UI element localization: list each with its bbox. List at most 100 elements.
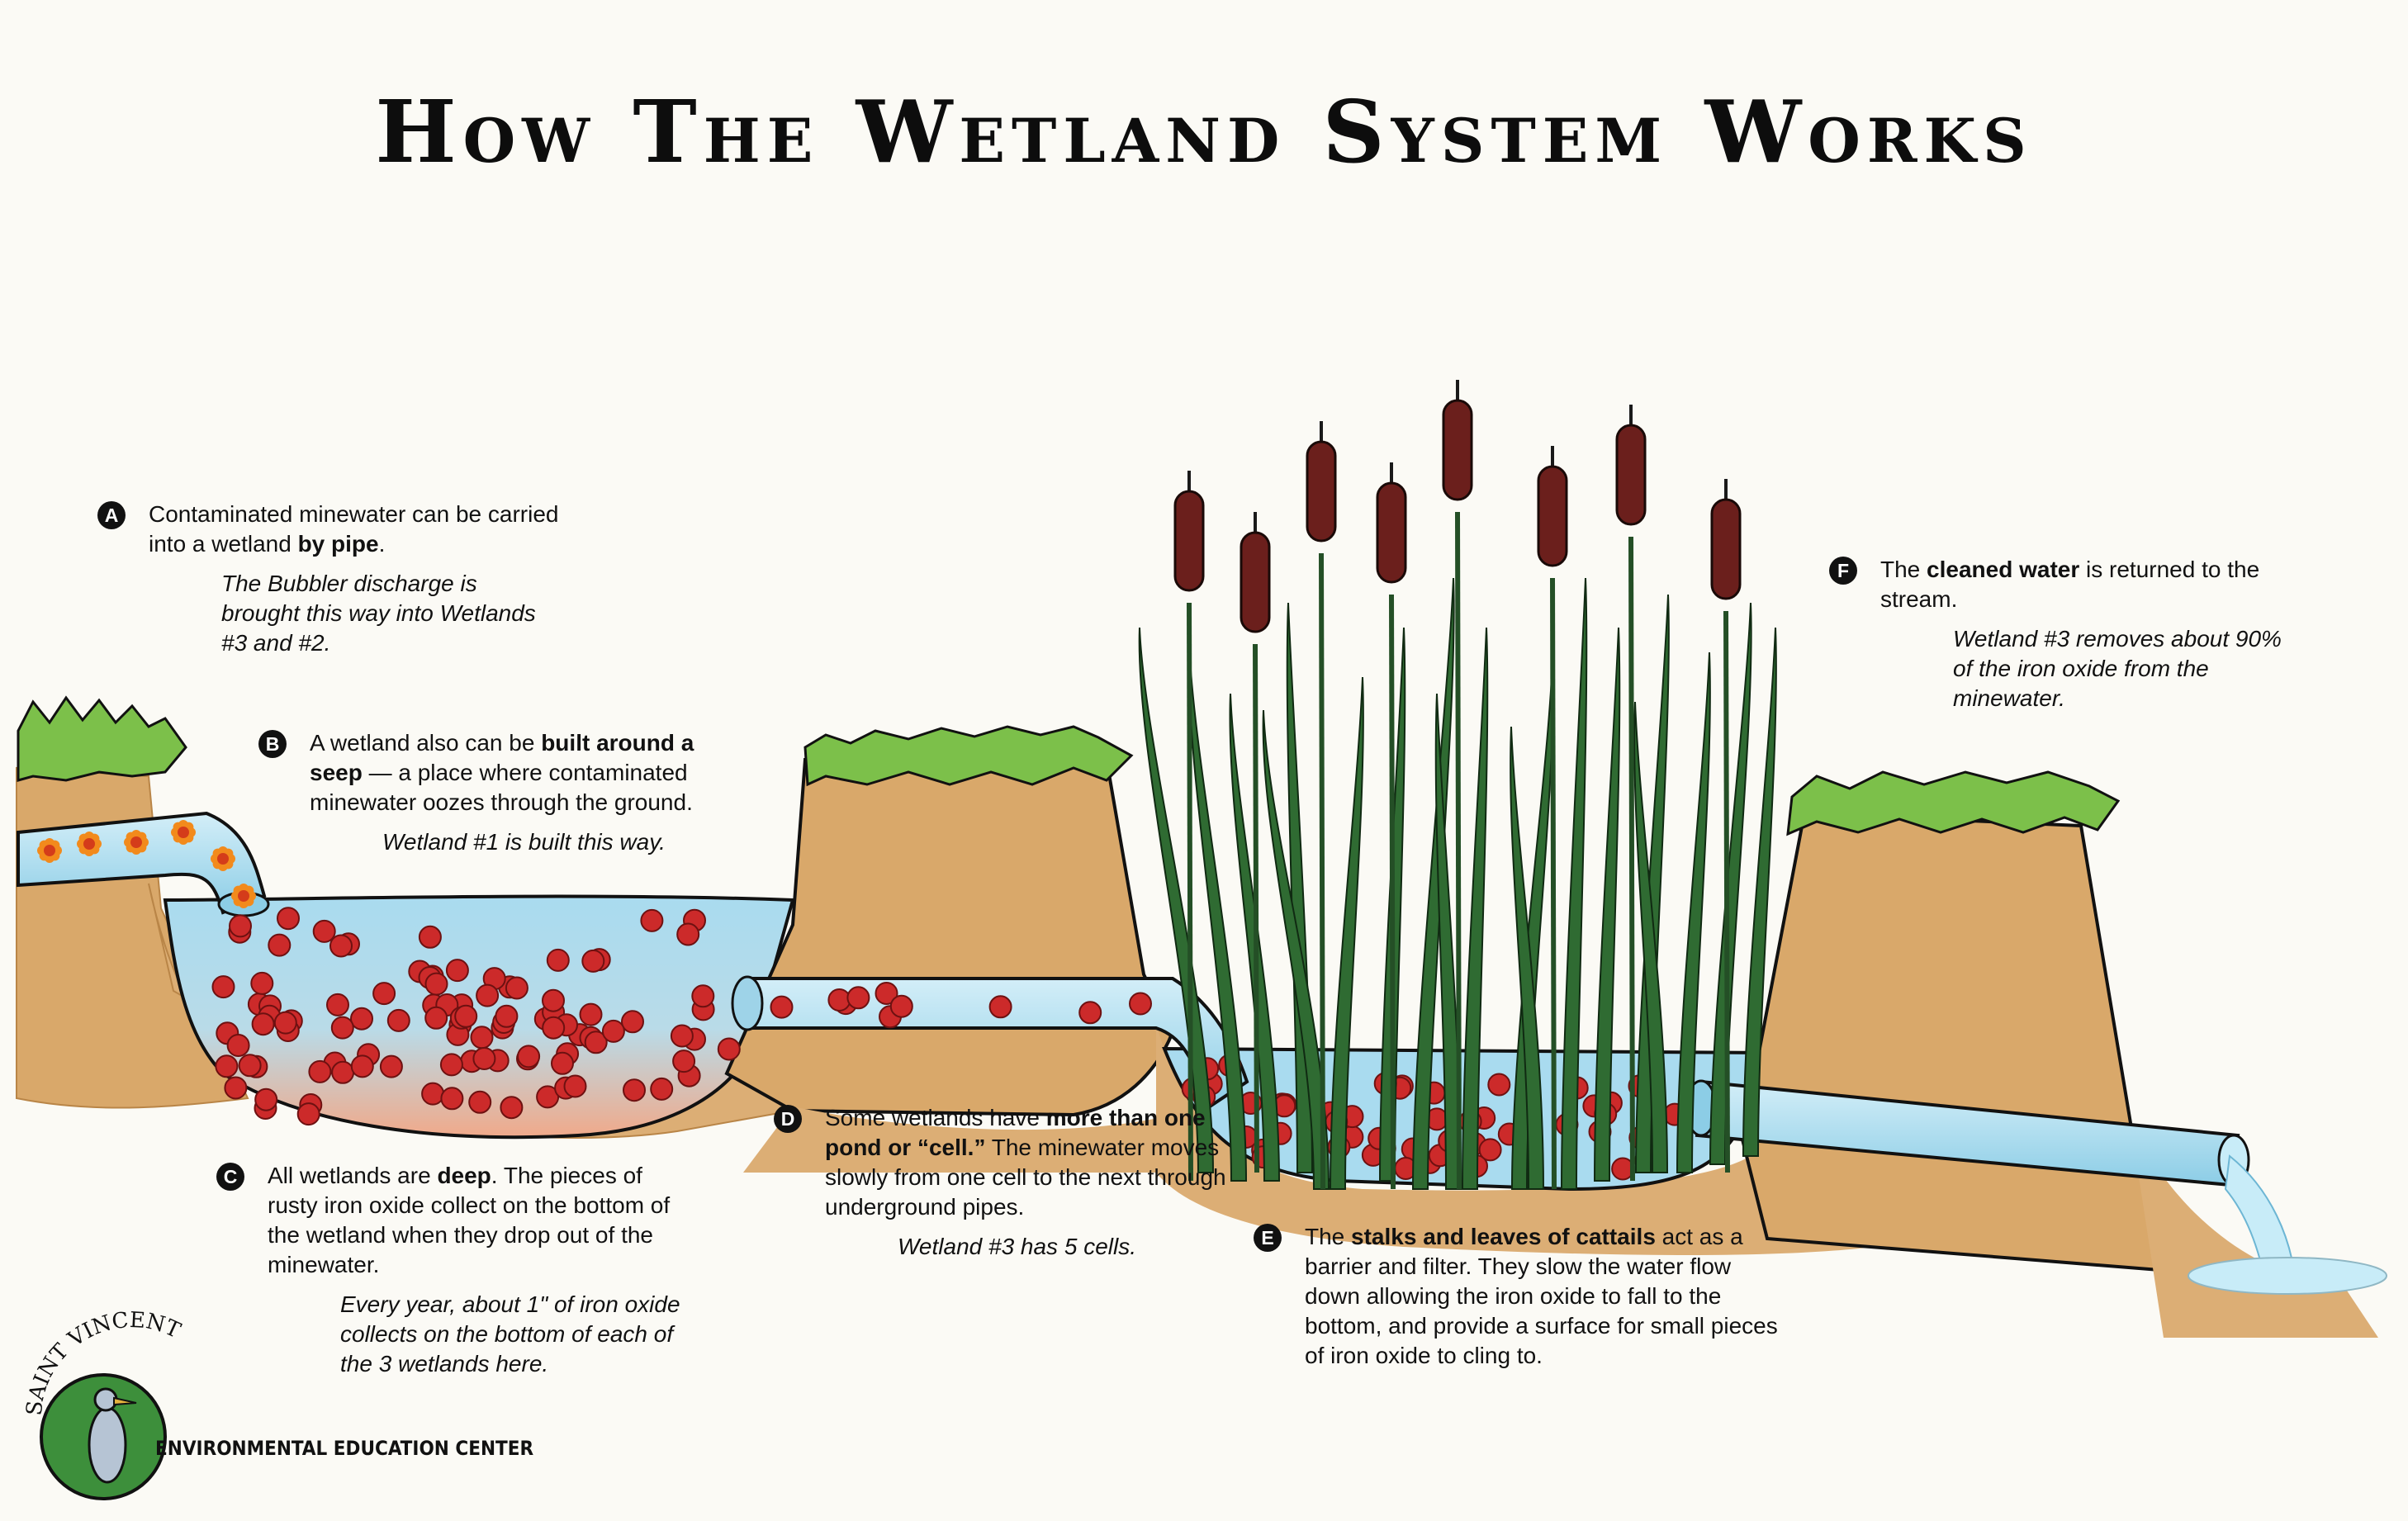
iron-oxide-particle: [546, 948, 570, 972]
cattail-leaf: [1329, 676, 1364, 1190]
iron-oxide-particle: [1487, 1073, 1511, 1097]
iron-oxide-particle: [470, 1026, 494, 1050]
iron-oxide-particle: [424, 1006, 448, 1030]
iron-oxide-particle: [581, 949, 605, 973]
logo-text: ENVIRONMENTAL EDUCATION CENTER: [155, 1437, 534, 1460]
callout-f: F The cleaned water is returned to the s…: [1829, 555, 2308, 713]
iron-oxide-particle: [621, 1010, 644, 1034]
iron-oxide-particle: [421, 1082, 445, 1106]
iron-oxide-particle: [372, 982, 396, 1006]
cattail-leaf: [1560, 577, 1588, 1190]
iron-oxide-particle: [500, 1096, 524, 1120]
cattail-leaf: [1138, 627, 1215, 1173]
iron-oxide-particle: [350, 1007, 373, 1031]
cattails: [1138, 380, 1777, 1190]
iron-oxide-particle: [439, 1053, 463, 1077]
iron-oxide-particle: [211, 975, 235, 999]
cattail-head: [1173, 490, 1205, 592]
cattail-leaf: [1461, 627, 1489, 1190]
iron-oxide-particle: [770, 995, 794, 1019]
cattail-leaf: [1676, 652, 1711, 1173]
oxide-flake: [231, 884, 256, 908]
iron-oxide-particle: [386, 1008, 410, 1032]
iron-oxide-particle: [495, 1004, 519, 1028]
iron-oxide-particle: [238, 1054, 262, 1078]
iron-oxide-particle: [268, 933, 292, 957]
cattail-leaf: [1633, 701, 1669, 1173]
callout-a-note: The Bubbler discharge is brought this wa…: [221, 571, 536, 656]
cattail-leaf: [1709, 602, 1752, 1165]
iron-oxide-particle: [551, 1051, 574, 1075]
inlet-oxide-flakes: [37, 820, 256, 908]
iron-oxide-particle: [350, 1054, 374, 1078]
badge-f: F: [1829, 557, 1857, 585]
cattail-stalk: [1319, 552, 1325, 1190]
callout-b-note: Wetland #1 is built this way.: [382, 829, 666, 855]
iron-oxide-particle: [250, 971, 274, 995]
callout-c-note: Every year, about 1" of iron oxide colle…: [340, 1291, 680, 1376]
cattail-stalk: [1187, 602, 1193, 1182]
cattail-stalk: [1455, 511, 1462, 1190]
cattail-stalk: [1723, 610, 1730, 1173]
middle-berm-soil: [724, 758, 1175, 1117]
right-berm-soil: [1740, 811, 2183, 1274]
cattail-leaf: [1593, 627, 1621, 1182]
stream-pool: [2188, 1257, 2387, 1295]
saint-vincent-logo: SAINT VINCENT: [25, 1309, 185, 1500]
iron-oxide-particle: [215, 1054, 239, 1078]
badge-c: C: [216, 1163, 244, 1191]
iron-oxide-particle: [476, 983, 500, 1007]
callout-e: E The stalks and leaves of cattails act …: [1254, 1222, 1782, 1371]
iron-oxide-particle: [454, 1004, 478, 1028]
cattail-leaf: [1510, 726, 1545, 1190]
grass-tuft-left: [17, 695, 187, 782]
badge-b: B: [258, 730, 287, 758]
iron-oxide-particle: [1129, 992, 1152, 1016]
iron-oxide-particle: [676, 922, 700, 946]
iron-oxide-particle: [691, 984, 715, 1008]
iron-oxide-particle: [563, 1074, 587, 1098]
cattail-leaf: [1411, 577, 1455, 1190]
callout-b: B A wetland also can be built around a s…: [258, 728, 737, 857]
cattail-leaf: [1742, 627, 1777, 1157]
callout-f-note: Wetland #3 removes about 90% of the iron…: [1953, 626, 2282, 711]
iron-oxide-particle: [329, 934, 353, 958]
iron-oxide-particle: [308, 1059, 332, 1083]
iron-oxide-particle: [717, 1037, 741, 1061]
oxide-flake: [124, 830, 149, 855]
iron-oxide-particle: [517, 1045, 541, 1068]
cattail-stalk: [1628, 536, 1635, 1182]
cattail-head: [1376, 481, 1407, 584]
iron-oxide-particle: [254, 1087, 278, 1111]
iron-oxide-particle: [650, 1077, 674, 1101]
iron-oxide-particle: [440, 1087, 464, 1111]
iron-oxide-particle: [505, 976, 529, 1000]
iron-oxide-particle: [584, 1031, 608, 1054]
iron-oxide-particle: [827, 988, 851, 1012]
iron-oxide-particle: [542, 988, 565, 1012]
iron-oxide-particle: [542, 1016, 566, 1040]
iron-oxide-particle: [472, 1047, 496, 1070]
iron-oxide-particle: [1078, 1001, 1102, 1025]
iron-oxide-particle: [846, 986, 870, 1010]
iron-oxide-particle: [330, 1016, 354, 1040]
iron-oxide-particle: [640, 908, 664, 932]
cattail-stalk: [1550, 577, 1557, 1190]
oxide-flake: [77, 832, 102, 856]
iron-oxide-particle: [312, 919, 336, 943]
pond-two-soil: [1156, 1024, 1924, 1255]
iron-oxide-particle: [672, 1050, 696, 1073]
iron-oxide-particle: [326, 993, 349, 1016]
grass-tuft-middle: [803, 725, 1134, 787]
iron-oxide-particle: [601, 1019, 625, 1043]
iron-oxide-particle: [229, 914, 252, 938]
badge-a: A: [97, 501, 126, 529]
iron-oxide-particle: [468, 1090, 492, 1114]
iron-oxide-particle: [296, 1102, 320, 1126]
oxide-flake: [211, 846, 235, 871]
cattail-head: [1442, 399, 1473, 501]
iron-oxide-particle: [251, 1012, 275, 1036]
callout-c: C All wetlands are deep. The pieces of r…: [216, 1161, 695, 1379]
cattail-stalk: [1253, 643, 1259, 1173]
iron-oxide-particle: [670, 1024, 694, 1048]
